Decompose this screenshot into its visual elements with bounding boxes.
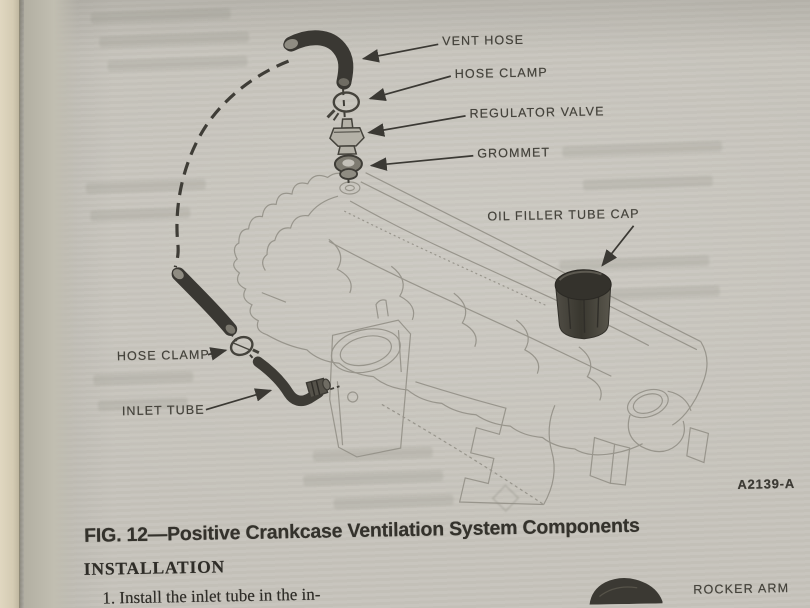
- page-edge-line: [19, 0, 24, 608]
- callout-regulator-valve: REGULATOR VALVE: [469, 104, 605, 121]
- assembly-centerlines: [173, 59, 350, 393]
- regulator-valve-drawing: [329, 118, 365, 155]
- step-1-text: 1. Install the inlet tube in the in-: [102, 584, 321, 608]
- callout-leader-arrows: [205, 43, 635, 411]
- callout-hose-clamp-left: HOSE CLAMP: [116, 347, 210, 364]
- callout-oil-filler-tube-cap: OIL FILLER TUBE CAP: [487, 206, 640, 224]
- vent-hose-drawing: [283, 30, 354, 90]
- callout-grommet: GROMMET: [477, 145, 551, 161]
- page-edge-shadow: [24, 0, 78, 608]
- oil-filler-cap-drawing: [554, 269, 612, 340]
- callout-inlet-tube: INLET TUBE: [121, 402, 205, 419]
- inlet-tube-drawing: [252, 356, 331, 407]
- section-heading: INSTALLATION: [83, 556, 226, 579]
- callout-vent-hose: VENT HOSE: [442, 32, 525, 49]
- valve-cover-line-art: [233, 172, 710, 506]
- left-hose-drawing: [171, 267, 238, 336]
- figure-reference-code: A2139-A: [737, 475, 796, 492]
- grommet-drawing: [333, 154, 363, 180]
- hose-clamp-top-drawing: [326, 91, 360, 121]
- hose-clamp-left-drawing: [229, 335, 260, 357]
- next-figure-callout-rocker-arm: ROCKER ARM: [693, 581, 790, 597]
- callout-hose-clamp-top: HOSE CLAMP: [454, 65, 548, 82]
- book-page-edge: [0, 0, 20, 608]
- rocker-arm-figure-fragment: [589, 578, 663, 605]
